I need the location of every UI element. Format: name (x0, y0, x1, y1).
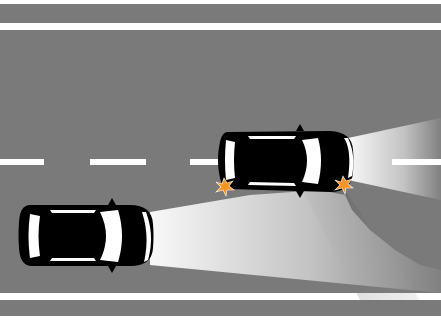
lane-dash (90, 159, 146, 165)
car-lower (19, 198, 154, 273)
car-upper (218, 124, 354, 198)
car-upper-top-side-window (248, 136, 296, 139)
lane-dash (0, 159, 44, 165)
car-lower-bottom-side-window (50, 258, 96, 261)
car-lower-rear-window (29, 214, 41, 258)
car-upper-rear-window (225, 140, 235, 180)
road-top-border (0, 0, 441, 4)
car-lower-body (19, 205, 154, 266)
road-bottom-border (0, 316, 441, 320)
car-lower-top-side-window (50, 210, 96, 213)
top-edge-line (0, 23, 441, 30)
